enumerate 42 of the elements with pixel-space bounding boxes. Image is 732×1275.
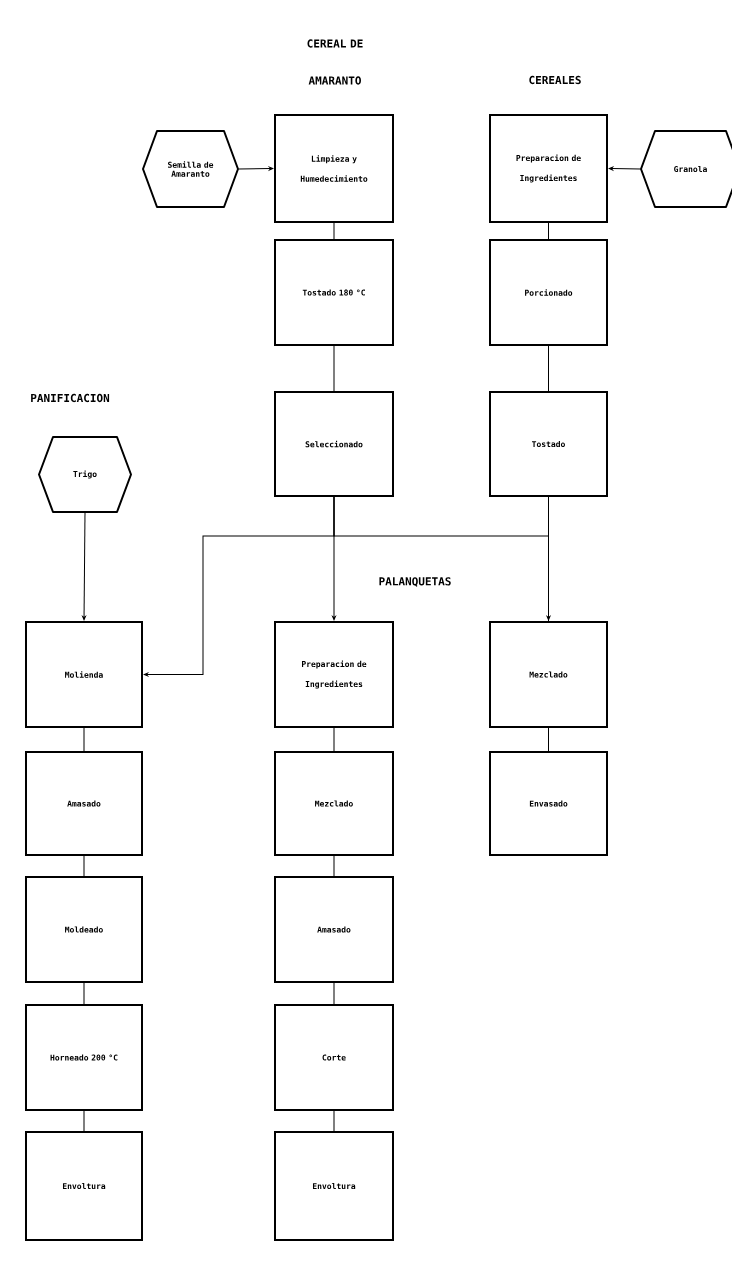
section-heading: PALANQUETAS (379, 577, 451, 587)
connector-line (333, 982, 335, 1005)
process-box: Seleccionado (274, 391, 394, 497)
process-box: Molienda (25, 621, 143, 728)
input-hexagon: Trigo (38, 436, 132, 513)
section-heading: PANIFICACION (31, 393, 110, 403)
process-box: Horneado 200 °C (25, 1004, 143, 1111)
section-heading: CEREALES (529, 75, 581, 85)
arrow (82, 512, 86, 621)
process-box: Tostado (489, 391, 608, 497)
connector-line (83, 982, 85, 1005)
process-box: Mezclado (274, 751, 394, 856)
connector-line (333, 727, 335, 752)
arrow (333, 496, 551, 621)
section-heading: CEREAL DE AMARANTO (307, 39, 363, 85)
process-box: Envoltura (274, 1131, 394, 1241)
process-box: Tostado 180 °C (274, 239, 394, 346)
process-box: Limpieza y Humedecimiento (274, 114, 394, 223)
arrow (608, 166, 641, 171)
connector-line (83, 855, 85, 877)
connector-line (548, 727, 549, 752)
process-box: Envasado (489, 751, 608, 856)
connector-line (333, 855, 335, 877)
connector-line (333, 1110, 335, 1132)
process-box: Preparacion de Ingredientes (274, 621, 394, 728)
process-box: Porcionado (489, 239, 608, 346)
process-box: Amasado (25, 751, 143, 856)
process-box: Envoltura (25, 1131, 143, 1241)
arrow (238, 166, 274, 171)
connector-line (333, 222, 335, 240)
process-box: Preparacion de Ingredientes (489, 114, 608, 223)
input-hexagon: Granola (640, 130, 732, 208)
connector-line (333, 345, 335, 392)
connector-line (83, 727, 85, 752)
connector-line (548, 222, 549, 240)
process-box: Corte (274, 1004, 394, 1111)
process-box: Amasado (274, 876, 394, 983)
process-box: Mezclado (489, 621, 608, 728)
input-hexagon: Semilla de Amaranto (142, 130, 239, 208)
connector-line (83, 1110, 85, 1132)
process-box: Moldeado (25, 876, 143, 983)
connector-line (548, 345, 549, 392)
